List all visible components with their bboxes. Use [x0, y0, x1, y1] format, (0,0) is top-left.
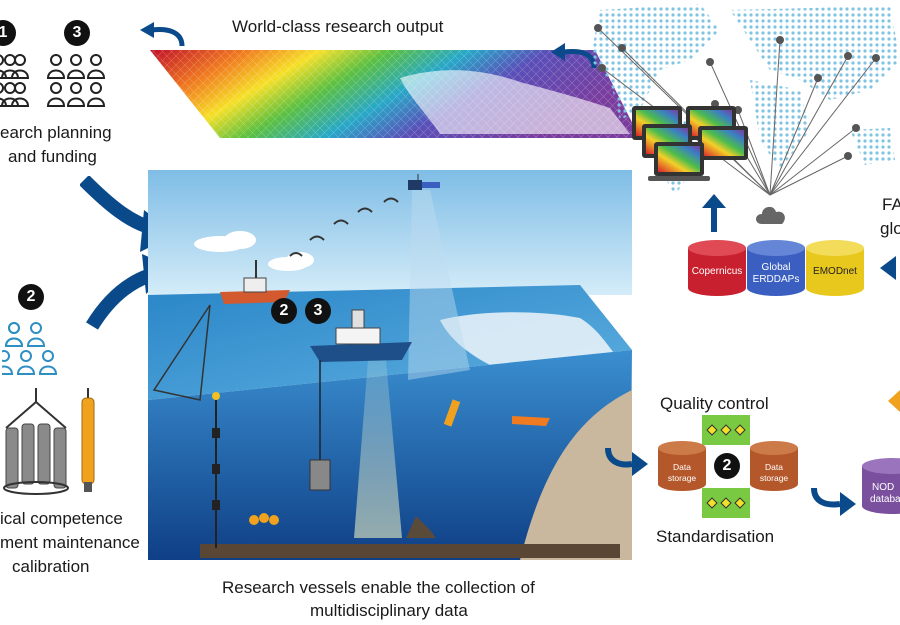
- standardisation-label: Standardisation: [656, 527, 775, 546]
- nodc-database: NOD databa: [862, 458, 900, 514]
- planning-badge-b: 3: [64, 20, 90, 46]
- storage-cylinder-left: Data storage: [658, 441, 706, 491]
- database-copernicus: Copernicus: [688, 240, 746, 296]
- quality-control-label: Quality control: [660, 394, 769, 413]
- output-arrow-icon: [140, 22, 185, 47]
- competence-label-line1: ical competence: [0, 509, 123, 528]
- cloud-icon: [756, 206, 785, 224]
- global-dot-map: [590, 4, 900, 196]
- vessel-badge-a: 2: [271, 298, 297, 324]
- upload-arrow-icon: [702, 194, 726, 232]
- vessels-caption-line2: multidisciplinary data: [310, 601, 468, 620]
- quality-control-panel: [702, 415, 750, 445]
- fair-label-line2: glo: [880, 219, 900, 238]
- competence-badge: 2: [18, 284, 44, 310]
- ocean-scene: [148, 170, 632, 560]
- nodc-label-line1: NOD: [872, 482, 894, 493]
- planning-people-icon: [0, 54, 105, 107]
- storage-right-line2: storage: [760, 473, 789, 483]
- competence-label-line3: calibration: [12, 557, 90, 576]
- database-erddap-line1: Global: [762, 262, 791, 273]
- nodc-label-line2: databa: [870, 494, 900, 505]
- database-erddap-line2: ERDDAPs: [753, 274, 800, 285]
- storage-cylinder-right: Data storage: [750, 441, 798, 491]
- fair-arrow-icon: [880, 256, 896, 280]
- storage-right-line1: Data: [765, 462, 783, 472]
- database-emodnet: EMODnet: [806, 240, 864, 296]
- satellite-data-strip: [150, 50, 640, 138]
- database-emodnet-label: EMODnet: [813, 266, 857, 277]
- sensor-probe-icon: [81, 388, 95, 492]
- research-output-title: World-class research output: [232, 17, 444, 36]
- planning-label-line2: and funding: [8, 147, 97, 166]
- vessel-badge-b: 3: [305, 298, 331, 324]
- ocean-to-storage-arrow-icon: [605, 447, 648, 476]
- database-copernicus-label: Copernicus: [692, 266, 743, 277]
- database-erddap: Global ERDDAPs: [747, 240, 805, 296]
- orange-diamond-icon: [888, 390, 900, 412]
- planning-label-line1: earch planning: [0, 123, 112, 142]
- storage-to-nodc-arrow-icon: [811, 487, 856, 516]
- storage-badge: 2: [714, 453, 740, 479]
- storage-left-line2: storage: [668, 473, 697, 483]
- fair-label-line1: FA: [882, 195, 900, 214]
- technician-people-icon: [2, 322, 57, 375]
- vessels-caption-line1: Research vessels enable the collection o…: [222, 578, 535, 597]
- standardisation-panel: [702, 488, 750, 518]
- map-to-strip-arrow-icon: [551, 43, 597, 69]
- planning-badge-a: 1: [0, 20, 16, 46]
- storage-left-line1: Data: [673, 462, 691, 472]
- laptops-icon: [632, 106, 748, 181]
- ctd-rosette-icon: [3, 388, 69, 495]
- competence-label-line2: ment maintenance: [0, 533, 140, 552]
